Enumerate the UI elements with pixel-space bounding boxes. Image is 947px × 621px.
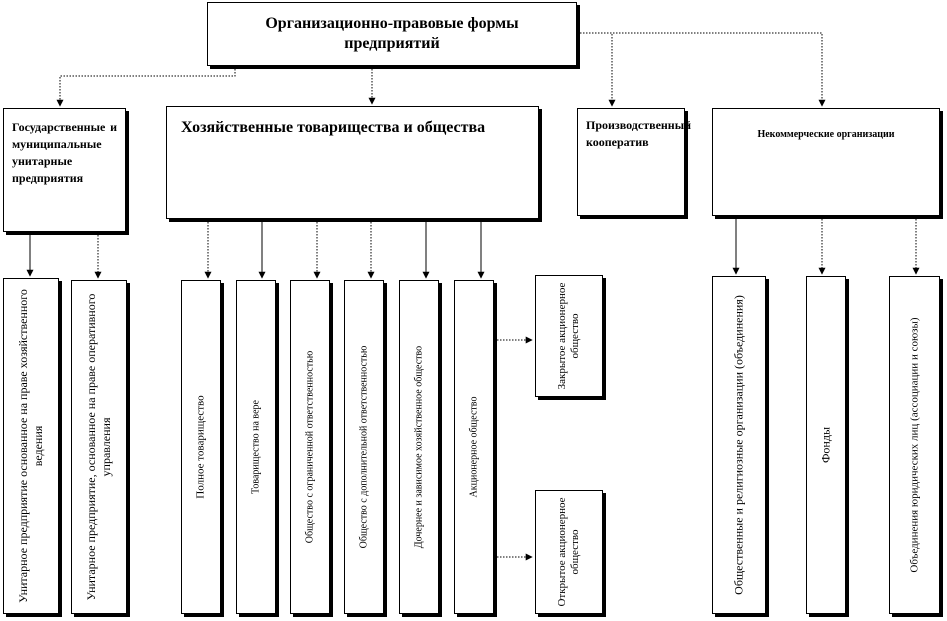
- business-item-4: Общество с дополнительной ответственност…: [344, 280, 384, 614]
- link-root-nonprofit: [577, 32, 826, 107]
- category-state: Государственные и муниципальные унитарны…: [3, 108, 126, 232]
- state-item-2-label: Унитарное предприятие, основанное на пра…: [84, 293, 113, 601]
- business-item-1-label: Полное товарищество: [194, 395, 207, 499]
- link-root-state: [56, 66, 236, 107]
- business-item-5: Дочернее и зависимое хозяйственное общес…: [399, 280, 439, 614]
- nonprofit-item-2-label: Фонды: [818, 426, 833, 464]
- nonprofit-item-1: Общественные и религиозные организации (…: [712, 276, 766, 614]
- business-item-5-label: Дочернее и зависимое хозяйственное общес…: [413, 345, 425, 549]
- business-item-3: Общество с ограниченной ответственностью: [290, 280, 330, 614]
- state-item-1-label: Унитарное предприятие основанное на прав…: [16, 289, 45, 603]
- business-item-4-label: Общество с дополнительной ответственност…: [358, 345, 370, 549]
- nonprofit-item-3-label: Объединения юридических лиц (ассоциации …: [908, 317, 920, 573]
- business-item-6: Акционерное общество: [454, 280, 494, 614]
- category-nonprofit: Некоммерческие организации: [712, 108, 940, 216]
- category-nonprofit-label: Некоммерческие организации: [757, 129, 895, 140]
- nonprofit-item-2: Фонды: [806, 276, 846, 614]
- jsc-open-label: Открытое акционерное общество: [556, 497, 581, 607]
- nonprofit-item-1-label: Общественные и религиозные организации (…: [731, 295, 746, 595]
- nonprofit-item-3: Объединения юридических лиц (ассоциации …: [889, 276, 940, 614]
- business-item-1: Полное товарищество: [181, 280, 221, 614]
- category-business-label: Хозяйственные товарищества и общества: [181, 119, 486, 136]
- business-item-6-label: Акционерное общество: [468, 396, 480, 498]
- root-node: Организационно-правовые формы предприяти…: [207, 2, 577, 66]
- category-state-label: Государственные и муниципальные унитарны…: [12, 120, 117, 185]
- category-business: Хозяйственные товарищества и общества: [166, 106, 539, 219]
- category-coop: Производственный кооператив: [577, 108, 692, 216]
- link-root-coop: [577, 32, 616, 107]
- category-coop-label: Производственный кооператив: [586, 118, 692, 149]
- jsc-closed: Закрытое акционерное общество: [535, 275, 603, 397]
- root-label: Организационно-правовые формы предприяти…: [265, 15, 519, 52]
- business-item-2: Товарищество на вере: [236, 280, 276, 614]
- state-item-1: Унитарное предприятие основанное на прав…: [3, 278, 59, 614]
- jsc-closed-label: Закрытое акционерное общество: [556, 282, 581, 390]
- business-item-3-label: Общество с ограниченной ответственностью: [304, 350, 316, 544]
- business-item-2-label: Товарищество на вере: [250, 400, 262, 494]
- state-item-2: Унитарное предприятие, основанное на пра…: [71, 280, 127, 614]
- jsc-open: Открытое акционерное общество: [535, 490, 603, 614]
